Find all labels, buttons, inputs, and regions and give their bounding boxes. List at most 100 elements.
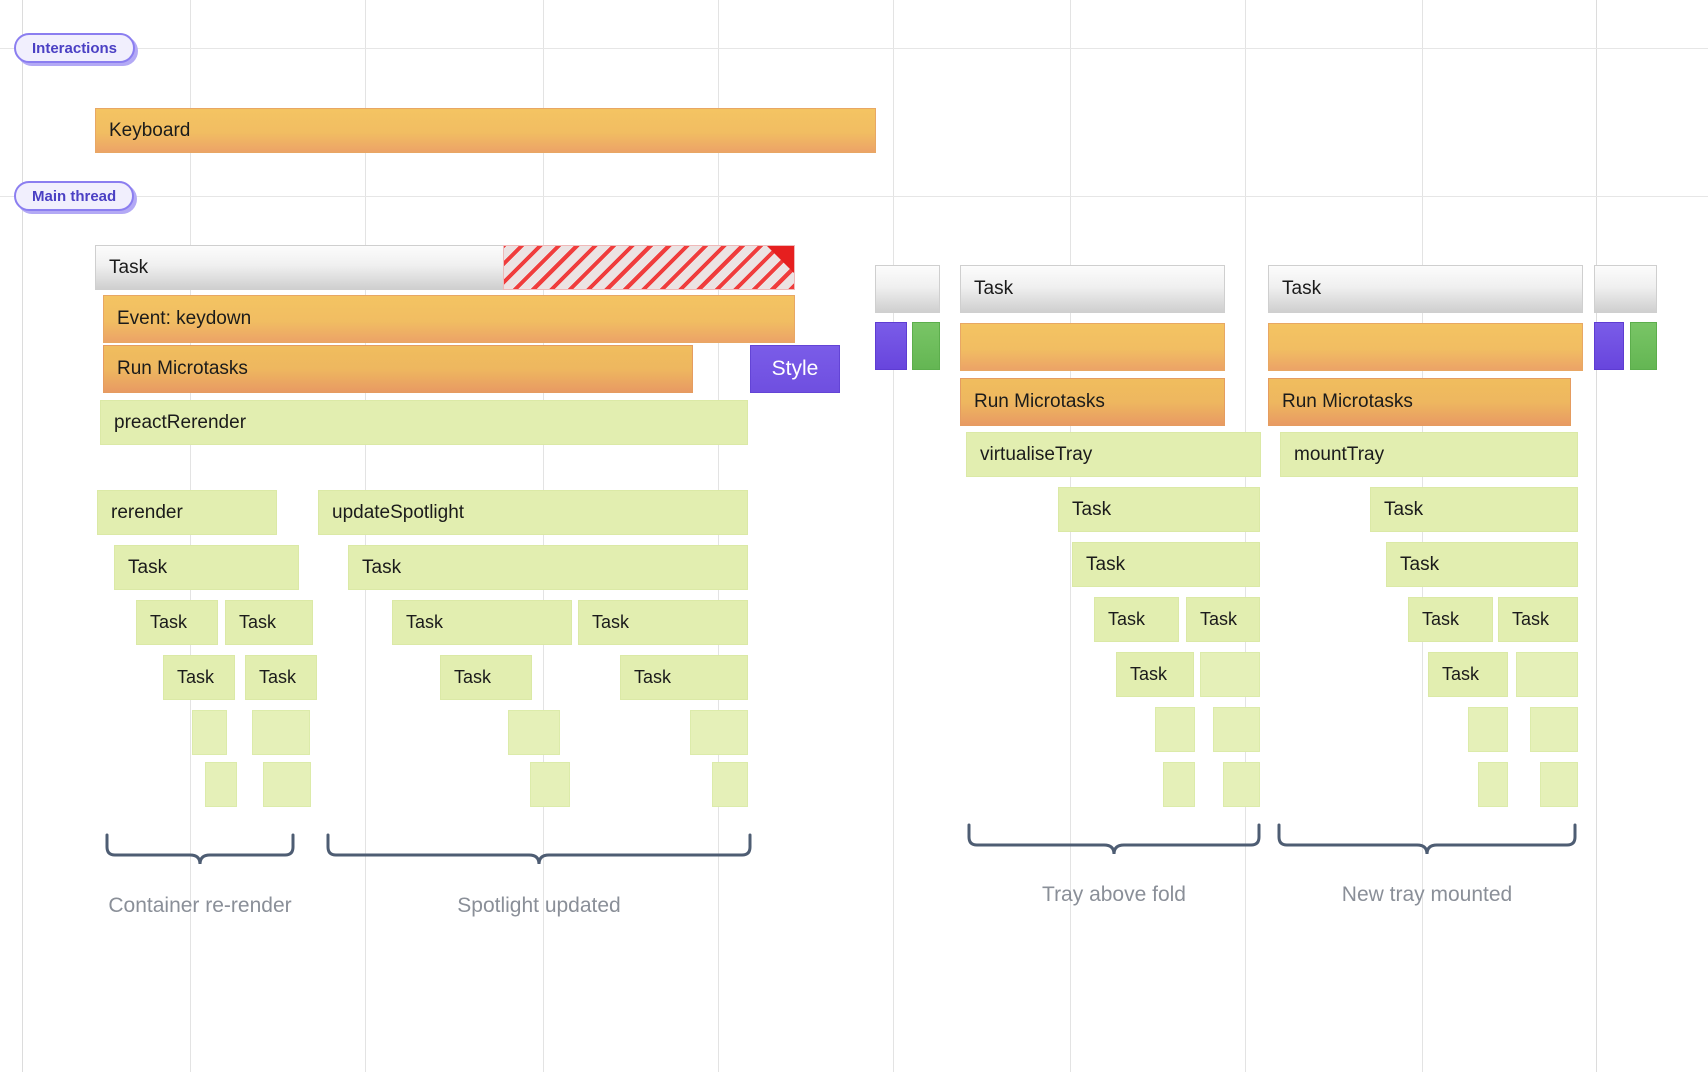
flame-bar-task-leaf[interactable] [1213,707,1260,752]
flame-bar-style[interactable]: Style [750,345,840,393]
flame-bar-task-leaf[interactable] [1516,652,1578,697]
flame-bar-label: Task [1422,609,1460,629]
flame-bar-task[interactable]: Task [245,655,317,700]
flame-bar-label: Run Microtasks [117,358,248,379]
flame-bar-task[interactable]: Task [114,545,299,590]
flame-bar-task[interactable]: Task [348,545,748,590]
flame-bar-paint-small[interactable] [912,322,940,370]
flame-bar-run-microtasks[interactable]: Run Microtasks [1268,378,1571,426]
annotation-brace [104,833,296,867]
flame-bar-task[interactable]: Task [163,655,235,700]
flame-bar-run-microtasks[interactable]: Run Microtasks [103,345,693,393]
interaction-keyboard-label: Keyboard [109,119,191,141]
track-separator [0,196,1708,197]
flame-bar-task[interactable]: Task [1408,597,1493,642]
flame-bar-mount-tray[interactable]: mountTray [1280,432,1578,477]
flame-bar-task[interactable]: Task [960,265,1225,313]
flame-bar-label: Task [239,612,277,632]
flame-bar-label: Task [177,667,215,687]
flame-bar-task-leaf[interactable] [1540,762,1578,807]
flame-bar-event[interactable] [960,323,1225,371]
flame-bar-task[interactable]: Task [1094,597,1179,642]
flame-bar-task-leaf[interactable] [192,710,227,755]
flame-bar-label: Task [1282,278,1322,299]
flame-bar-task-leaf[interactable] [1223,762,1260,807]
long-task-warning-overlay[interactable] [503,245,795,290]
flame-bar-task-leaf[interactable] [1530,707,1578,752]
flame-bar-task[interactable]: Task [1498,597,1578,642]
flame-bar-task-small[interactable] [875,265,940,313]
flame-bar-task-leaf[interactable] [1478,762,1508,807]
track-label-main-thread-text: Main thread [32,187,117,205]
flame-bar-task-leaf[interactable] [1155,707,1195,752]
flame-bar-task-leaf[interactable] [712,762,748,807]
flame-bar-task[interactable]: Task [440,655,532,700]
flame-bar-task-leaf[interactable] [263,762,311,807]
flame-bar-task[interactable]: Task [620,655,748,700]
annotation-brace [1276,823,1578,857]
flame-bar-task-leaf[interactable] [690,710,748,755]
flame-bar-task[interactable]: Task [1386,542,1578,587]
flame-bar-label: Task [362,556,402,578]
flame-bar-task[interactable]: Task [578,600,748,645]
flame-bar-task[interactable]: Task [225,600,313,645]
long-task-corner-icon [767,246,794,273]
flame-bar-task-leaf[interactable] [1468,707,1508,752]
flame-bar-update-spotlight[interactable]: updateSpotlight [318,490,748,535]
annotation-label-container-re-render: Container re-render [108,894,292,917]
flame-bar-task[interactable]: Task [1072,542,1260,587]
flame-bar-label: Task [974,278,1014,299]
flame-bar-style-small[interactable] [875,322,907,370]
flame-bar-event-keydown[interactable]: Event: keydown [103,295,795,343]
flame-bar-task-leaf[interactable] [1200,652,1260,697]
gridline [893,0,894,1072]
gridline [22,0,23,1072]
flame-bar-label: Event: keydown [117,308,252,329]
gridline [1070,0,1071,1072]
flame-bar-task[interactable]: Task [392,600,572,645]
flame-bar-label: mountTray [1294,443,1385,465]
annotation-label-tray-above-fold: Tray above fold [1042,883,1186,906]
flame-bar-style-small[interactable] [1594,322,1624,370]
flame-bar-label: Style [771,357,819,380]
flame-bar-task[interactable]: Task [136,600,218,645]
flame-bar-run-microtasks[interactable]: Run Microtasks [960,378,1225,426]
flame-bar-paint-small[interactable] [1630,322,1657,370]
flame-bar-task[interactable]: Task [1428,652,1508,697]
gridline [1422,0,1423,1072]
flame-bar-virtualise-tray[interactable]: virtualiseTray [966,432,1261,477]
gridline [718,0,719,1072]
flame-bar-task[interactable]: Task [1268,265,1583,313]
flame-bar-task-leaf[interactable] [1163,762,1195,807]
flame-bar-label: Task [1072,498,1112,520]
flame-bar-label: Run Microtasks [974,391,1105,412]
flame-bar-event[interactable] [1268,323,1583,371]
flame-bar-label: Task [1512,609,1550,629]
flame-bar-label: Task [1384,498,1424,520]
flame-bar-task-leaf[interactable] [508,710,560,755]
flame-bar-task-small[interactable] [1594,265,1657,313]
flame-bar-task-leaf[interactable] [252,710,310,755]
flame-bar-task[interactable]: Task [1186,597,1260,642]
track-label-main-thread[interactable]: Main thread [14,181,135,211]
flame-bar-label: Task [1130,664,1168,684]
flame-bar-rerender[interactable]: rerender [97,490,277,535]
flame-bar-task[interactable]: Task [1058,487,1260,532]
flame-bar-task-leaf[interactable] [530,762,570,807]
flame-bar-preact-rerender[interactable]: preactRerender [100,400,748,445]
flame-bar-label: Task [259,667,297,687]
flame-bar-label: preactRerender [114,411,247,433]
flame-bar-task[interactable]: Task [1116,652,1194,697]
interaction-keyboard[interactable]: Keyboard [95,108,876,153]
flame-bar-task-leaf[interactable] [205,762,237,807]
track-label-interactions[interactable]: Interactions [14,33,136,63]
flame-bar-label: Task [634,667,672,687]
flame-bar-task[interactable]: Task [1370,487,1578,532]
flame-bar-label: Task [592,612,630,632]
track-label-interactions-text: Interactions [32,39,118,57]
gridline [365,0,366,1072]
gridline [190,0,191,1072]
track-separator [0,48,1708,49]
flame-bar-label: Task [454,667,492,687]
